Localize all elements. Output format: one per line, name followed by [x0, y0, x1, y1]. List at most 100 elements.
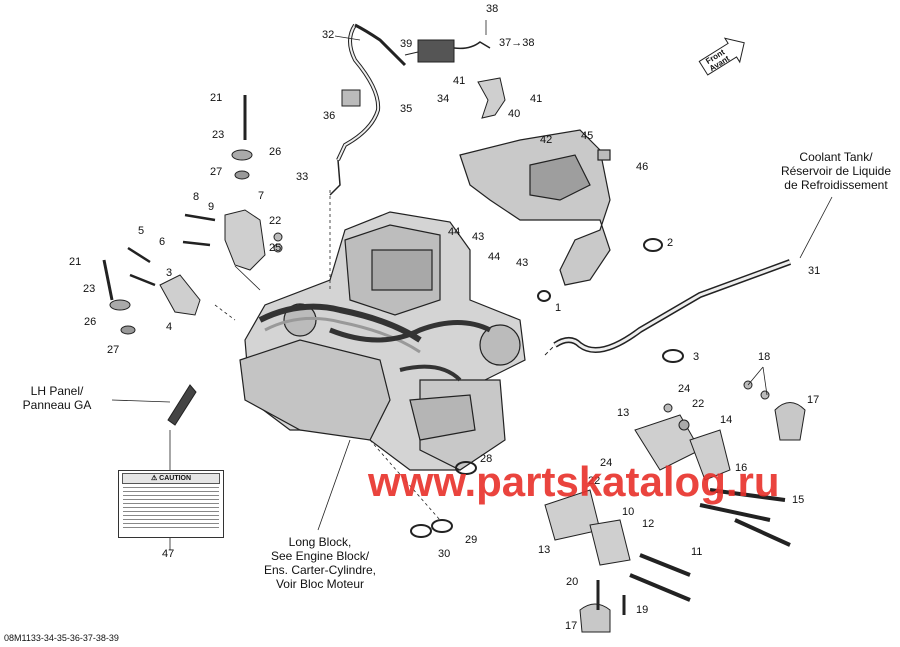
callout-number: 18	[758, 351, 770, 363]
callout-number: 29	[465, 534, 477, 546]
callout-number: 41	[530, 93, 542, 105]
hose-clamps	[410, 238, 684, 538]
callout-number: 35	[400, 103, 412, 115]
callout-number: 4	[166, 321, 172, 333]
engine-cover-42	[459, 129, 611, 286]
long-block-label-line: Long Block,	[288, 535, 352, 549]
callout-number: 11	[691, 546, 702, 558]
engine-block-illustration	[239, 211, 526, 471]
callout-number: 17	[565, 620, 577, 632]
callout-number: 3	[166, 267, 172, 279]
callout-number: 23	[212, 129, 224, 141]
callout-number: 6	[159, 236, 165, 248]
diagram-reference-code: 08M1133-34-35-36-37-38-39	[4, 633, 119, 643]
callout-number: 22	[588, 475, 600, 487]
callout-number: 36	[323, 110, 335, 122]
callout-number: 24	[600, 457, 612, 469]
long-block-label-line: Voir Bloc Moteur	[275, 577, 365, 591]
callout-number: 33	[296, 171, 308, 183]
lh-panel-label: LH Panel/ Panneau GA	[2, 384, 112, 412]
watermark-text: www.partskatalog.ru	[368, 458, 780, 505]
callout-number: 9	[208, 201, 214, 213]
coolant-label-line: de Refroidissement	[784, 178, 888, 192]
callout-number: 23	[83, 283, 95, 295]
caution-text-line	[123, 495, 219, 496]
callout-number: 31	[808, 265, 820, 277]
lh-panel-label-line: Panneau GA	[22, 398, 92, 412]
callout-number: 26	[84, 316, 96, 328]
bracket-40	[477, 77, 506, 119]
caution-text-line	[123, 515, 219, 516]
callout-number: 1	[555, 302, 561, 314]
callout-number: 42	[540, 134, 552, 146]
coolant-label-line: Coolant Tank/	[799, 150, 873, 164]
callout-number: 22	[692, 398, 704, 410]
long-block-label-line: Ens. Carter-Cylindre,	[263, 563, 377, 577]
callout-number: 14	[720, 414, 732, 426]
caution-decal-title: ⚠ CAUTION	[122, 473, 220, 484]
callout-number: 8	[193, 191, 199, 203]
caution-text-line	[123, 527, 219, 528]
callout-number: 10	[622, 506, 634, 518]
callout-number: 30	[438, 548, 450, 560]
callout-number: 43	[472, 231, 484, 243]
callout-number: 12	[642, 518, 654, 530]
callout-number: 39	[400, 38, 412, 50]
right-engine-mount	[544, 380, 806, 633]
callout-number: 43	[516, 257, 528, 269]
callout-number: 13	[538, 544, 550, 556]
throttle-cable	[329, 23, 407, 196]
coolant-hose	[544, 259, 792, 356]
coolant-tank-label: Coolant Tank/ Réservoir de Liquide de Re…	[770, 150, 900, 192]
callout-number: 21	[69, 256, 81, 268]
callout-number: 2	[667, 237, 673, 249]
callout-number: 47	[162, 548, 174, 560]
callout-number: 5	[138, 225, 144, 237]
callout-number: 3	[693, 351, 699, 363]
caution-decal: ⚠ CAUTION	[118, 470, 224, 538]
front-arrow-badge: Front Avant	[698, 37, 745, 76]
callout-number: 28	[480, 453, 492, 465]
callout-number: 20	[566, 576, 578, 588]
callout-number: 26	[269, 146, 281, 158]
caution-text-line	[123, 511, 219, 512]
callout-number: 7	[258, 190, 264, 202]
callout-number: 45	[581, 130, 593, 142]
caution-text-line	[123, 523, 219, 524]
callout-number: 44	[488, 251, 500, 263]
callout-number: 38	[486, 3, 498, 15]
callout-number: 46	[636, 161, 648, 173]
callout-number: 34	[437, 93, 449, 105]
caution-text-line	[123, 487, 219, 488]
long-block-label-line: See Engine Block/	[270, 549, 370, 563]
callout-number: 24	[678, 383, 690, 395]
callout-number: 27	[107, 344, 119, 356]
callout-number: 25	[269, 242, 281, 254]
long-block-label: Long Block, See Engine Block/ Ens. Carte…	[250, 535, 390, 591]
caution-text-line	[123, 503, 219, 504]
caution-text-line	[123, 491, 219, 492]
coolant-label-line: Réservoir de Liquide	[780, 164, 892, 178]
callout-number: 22	[269, 215, 281, 227]
left-engine-mount	[102, 95, 283, 335]
lh-panel-label-line: LH Panel/	[30, 384, 84, 398]
caution-text-line	[123, 507, 219, 508]
callout-number: 37→38	[499, 37, 534, 49]
callout-number: 32	[322, 29, 334, 41]
caution-text-line	[123, 499, 219, 500]
caution-text-line	[123, 519, 219, 520]
sensor-module	[404, 39, 491, 63]
callout-number: 15	[792, 494, 804, 506]
callout-number: 40	[508, 108, 520, 120]
lh-panel-strip	[167, 384, 197, 426]
callout-number: 17	[807, 394, 819, 406]
callout-number: 19	[636, 604, 648, 616]
callout-number: 13	[617, 407, 629, 419]
callout-number: 21	[210, 92, 222, 104]
callout-number: 44	[448, 226, 460, 238]
callout-number: 41	[453, 75, 465, 87]
callout-number: 27	[210, 166, 222, 178]
callout-number: 16	[735, 462, 747, 474]
